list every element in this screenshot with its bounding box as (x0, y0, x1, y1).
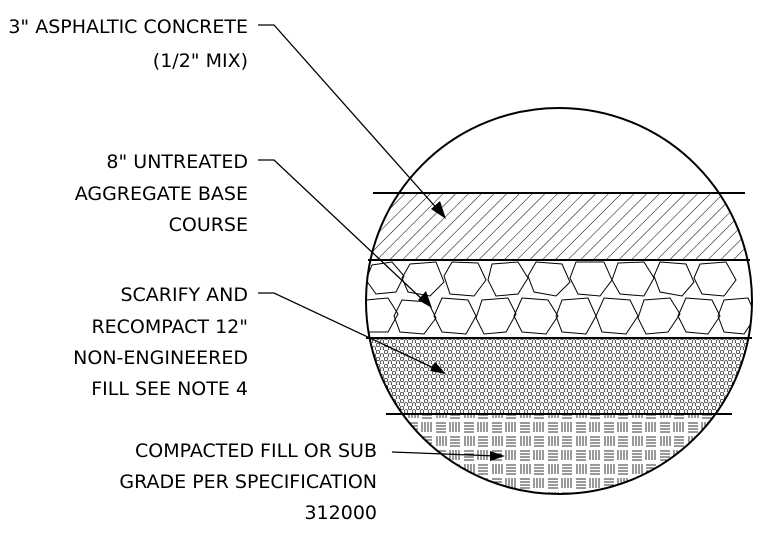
asphalt-layer (366, 193, 752, 260)
compacted-subgrade-layer (366, 414, 752, 494)
scarify-label-line2: RECOMPACT 12" (91, 316, 248, 338)
scarify-leader (258, 292, 439, 371)
aggregate-label-line3: COURSE (169, 214, 248, 236)
aggregate-base-layer (366, 261, 752, 335)
compacted-leader (391, 451, 497, 457)
compacted-arrowhead (490, 451, 505, 461)
compacted-label-line2: GRADE PER SPECIFICATION (119, 471, 377, 493)
detail-circle (365, 107, 753, 495)
asphalt-leader (258, 24, 441, 213)
aggregate-label-line2: AGGREGATE BASE (75, 183, 248, 205)
leader-lines (258, 24, 497, 457)
asphalt-label-line1: 3" ASPHALTIC CONCRETE (8, 16, 248, 38)
scarified-fill-layer (366, 338, 752, 414)
scarify-label-line3: NON-ENGINEERED (73, 347, 248, 369)
layer-boundaries (366, 192, 752, 415)
aggregate-leader (258, 159, 426, 303)
compacted-label-line3: 312000 (304, 502, 377, 524)
leader-arrowheads (418, 201, 505, 461)
asphalt-arrowhead (431, 201, 446, 219)
aggregate-arrowhead (418, 291, 432, 308)
scarify-label-line4: FILL SEE NOTE 4 (91, 378, 248, 400)
scarify-label-line1: SCARIFY AND (120, 284, 248, 306)
scarify-arrowhead (430, 362, 446, 374)
aggregate-label-line1: 8" UNTREATED (106, 151, 248, 173)
compacted-label-line1: COMPACTED FILL OR SUB (135, 440, 377, 462)
asphalt-label-line2: (1/2" MIX) (153, 50, 248, 72)
